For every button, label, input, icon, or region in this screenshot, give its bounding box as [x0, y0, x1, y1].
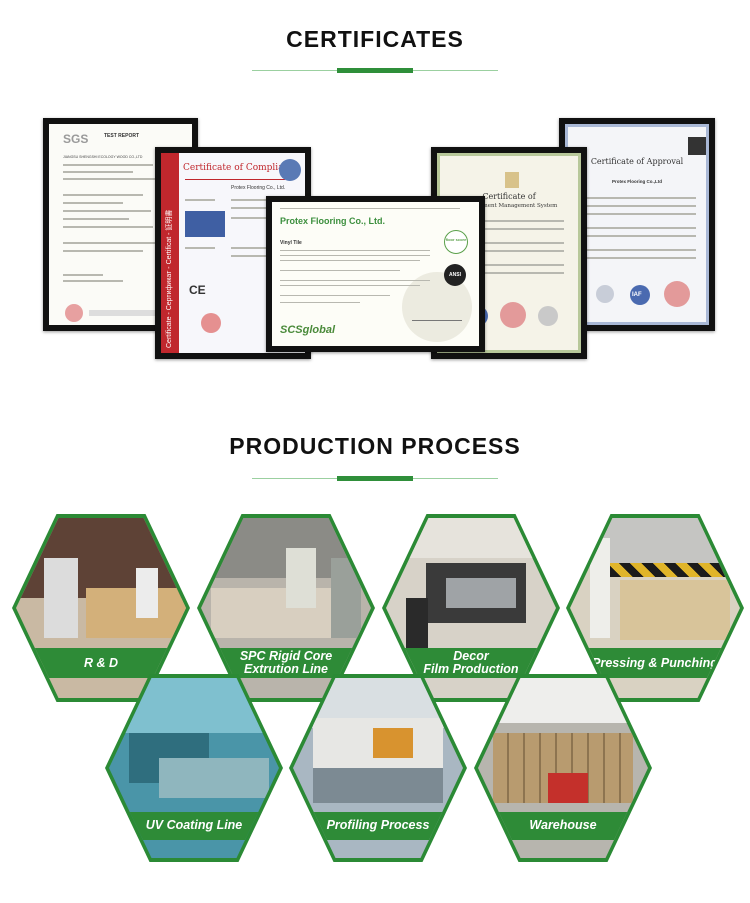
scs-brand: SCSglobal — [280, 324, 336, 336]
compliance-vertical-text: Certificate - Сертификат - Certificat - … — [166, 209, 173, 348]
certificates-heading: CERTIFICATES — [286, 26, 464, 52]
process-spc-extrusion: SPC Rigid Core Extrution Line — [197, 514, 375, 702]
iaf-text: IAF — [632, 292, 642, 298]
ce-mark: CE — [189, 283, 206, 297]
process-warehouse-label-line1: Warehouse — [529, 818, 597, 832]
process-warehouse: Warehouse — [474, 674, 652, 862]
sgs-report-heading: TEST REPORT — [104, 133, 140, 139]
process-pressing-punching: Pressing & Punching — [566, 514, 744, 702]
scs-certificate: Protex Flooring Co., Ltd. Vinyl Tile flo… — [266, 196, 485, 352]
compliance-title: Certificate of Compliance — [183, 163, 300, 173]
certificates-divider-accent — [337, 68, 413, 73]
process-spc-label: SPC Rigid Core Extrution Line — [201, 650, 371, 676]
process-spc-label-line2: Extrution Line — [243, 662, 329, 676]
process-decor-film: Decor Film Production — [382, 514, 560, 702]
approval-company: Protex Flooring Co.,Ltd — [612, 179, 662, 184]
ems-title: Certificate of — [482, 192, 536, 201]
ansi-logo — [444, 264, 466, 286]
floorscore-logo — [444, 230, 468, 254]
process-uv-label-line1: UV Coating Line — [145, 818, 243, 832]
process-pressing-label-line1: Pressing & Punching — [592, 656, 718, 670]
sgs-seal — [65, 304, 83, 322]
process-profiling-label: Profiling Process — [293, 819, 463, 832]
process-rd-label: R & D — [16, 657, 186, 670]
process-decor-label-line2: Film Production — [423, 662, 519, 676]
process-rd: R & D — [12, 514, 190, 702]
process-decor-label: Decor Film Production — [386, 650, 556, 676]
sgs-logo: SGS — [63, 132, 89, 146]
iaf-logo — [630, 285, 650, 305]
process-spc-label-line1: SPC Rigid Core — [239, 649, 333, 663]
process-profiling: Profiling Process — [289, 674, 467, 862]
process-uv-coating: UV Coating Line — [105, 674, 283, 862]
scs-company: Protex Flooring Co., Ltd. — [280, 216, 385, 226]
process-rd-label-line1: R & D — [83, 656, 119, 670]
scs-product: Vinyl Tile — [280, 240, 302, 246]
process-warehouse-label: Warehouse — [478, 819, 648, 832]
approval-title: Certificate of Approval — [590, 157, 684, 166]
sgs-report-company: JIANGSU SHENGSHI ECOLOGY WOOD CO.,LTD — [63, 155, 143, 159]
compliance-company: Protex Flooring Co., Ltd. — [231, 185, 286, 191]
floorscore-text: floor score — [445, 237, 467, 242]
production-divider-accent — [337, 476, 413, 481]
process-profiling-label-line1: Profiling Process — [326, 818, 430, 832]
production-heading: PRODUCTION PROCESS — [229, 433, 521, 459]
process-uv-label: UV Coating Line — [109, 819, 279, 832]
process-pressing-label: Pressing & Punching — [570, 657, 740, 670]
process-decor-label-line1: Decor — [453, 649, 489, 663]
compliance-seal — [279, 159, 301, 181]
ansi-text: ANSI — [449, 272, 461, 278]
ems-subtitle: Environment Management System — [460, 203, 558, 209]
